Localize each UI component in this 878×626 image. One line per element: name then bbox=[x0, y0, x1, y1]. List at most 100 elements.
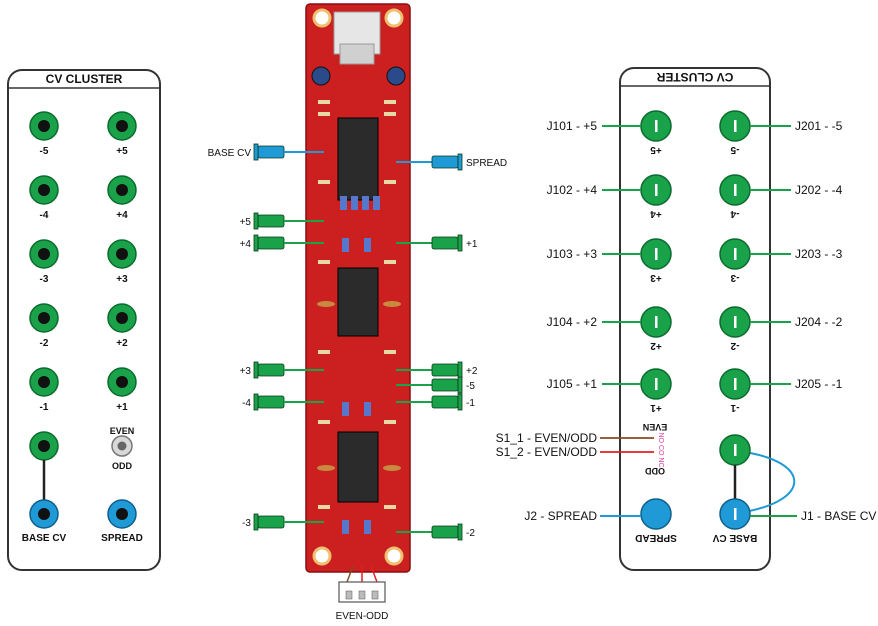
s1-2-label: S1_2 - EVEN/ODD bbox=[496, 445, 598, 459]
pcb-wire-label: SPREAD bbox=[466, 158, 507, 169]
jack-hole-icon bbox=[116, 376, 128, 388]
toggle-knob-icon bbox=[117, 441, 127, 451]
jack-hole-icon bbox=[116, 312, 128, 324]
jack-lug-icon bbox=[734, 248, 737, 260]
jack-ref-label: J205 - -1 bbox=[795, 377, 843, 391]
ceramic-cap-icon bbox=[317, 465, 335, 471]
left-even-odd-switch[interactable]: EVEN ODD bbox=[110, 426, 135, 471]
pcb-wire-label: +3 bbox=[240, 366, 252, 377]
mounting-hole-icon bbox=[384, 546, 404, 566]
pin-icon bbox=[371, 590, 379, 600]
jack-hole-icon bbox=[116, 248, 128, 260]
jack-hole-icon bbox=[38, 440, 50, 452]
plug-cap-icon bbox=[457, 393, 463, 411]
jack-hole-icon bbox=[38, 184, 50, 196]
cv-jack-label: +4 bbox=[116, 210, 128, 221]
plug-cap-icon bbox=[253, 393, 259, 411]
cv-jack-label: -3 bbox=[40, 274, 49, 285]
jack-ref-label: J101 - +5 bbox=[547, 119, 598, 133]
jack-hole-icon bbox=[38, 312, 50, 324]
plug-cap-icon bbox=[253, 212, 259, 230]
jack-lug-icon bbox=[734, 444, 737, 456]
plug-cap-icon bbox=[457, 523, 463, 541]
pcb-wire-label: +5 bbox=[240, 217, 252, 228]
cv-jack-label: -4 bbox=[40, 210, 49, 221]
cable-plug-icon bbox=[431, 363, 459, 377]
j1-label: J1 - BASE CV bbox=[801, 509, 876, 523]
jack-hole-icon bbox=[38, 508, 50, 520]
ceramic-cap-icon bbox=[317, 301, 335, 307]
plug-cap-icon bbox=[457, 153, 463, 171]
cv-jack-label: +1 bbox=[116, 402, 128, 413]
pcb-left-wires: BASE CV+5+4+3-4-3 bbox=[208, 143, 324, 531]
even-odd-connector-label: EVEN-ODD bbox=[336, 611, 389, 622]
cv-jack-label: -3 bbox=[730, 272, 739, 283]
pcb-wire-label: -4 bbox=[242, 398, 251, 409]
cable-plug-icon bbox=[257, 214, 285, 228]
cable-plug-icon bbox=[431, 155, 459, 169]
cv-jack-label: +5 bbox=[650, 144, 662, 155]
cv-jack-label: -5 bbox=[40, 146, 49, 157]
mounting-hole-icon bbox=[384, 8, 404, 28]
jack-ref-label: J102 - +4 bbox=[547, 183, 598, 197]
power-header-base-icon bbox=[339, 43, 375, 65]
cable-plug-icon bbox=[431, 525, 459, 539]
s1-1-label: S1_1 - EVEN/ODD bbox=[496, 431, 598, 445]
mounting-hole-icon bbox=[312, 8, 332, 28]
cv-jack-label: +1 bbox=[650, 402, 662, 413]
resistor-array-icon bbox=[318, 100, 396, 509]
jack-hole-icon bbox=[38, 248, 50, 260]
jack-hole-icon bbox=[116, 120, 128, 132]
cv-jack-label: +2 bbox=[650, 340, 662, 351]
cable-plug-icon bbox=[431, 395, 459, 409]
cable-plug-icon bbox=[257, 515, 285, 529]
ic-chip-icon bbox=[337, 117, 379, 201]
jack-lug-icon bbox=[655, 120, 658, 132]
capacitor-icon bbox=[311, 66, 331, 86]
right-even-odd-switch: EVEN NO CO NC ODD S1_1 - EVEN/ODD S1_2 -… bbox=[496, 422, 668, 476]
pcb-board bbox=[305, 3, 411, 573]
left-spread-label: SPREAD bbox=[101, 533, 143, 544]
jack-lug-icon bbox=[734, 120, 737, 132]
jack-ref-label: J202 - -4 bbox=[795, 183, 843, 197]
base-cv-blue-wire bbox=[743, 451, 796, 513]
cv-jack-label: +5 bbox=[116, 146, 128, 157]
jack-hole-icon bbox=[38, 376, 50, 388]
pcb-wire-label: -5 bbox=[466, 381, 475, 392]
blue-resistors-icon bbox=[340, 196, 380, 534]
left-spread-group: SPREAD bbox=[101, 499, 143, 544]
cable-plug-icon bbox=[431, 378, 459, 392]
left-panel-title: CV CLUSTER bbox=[46, 72, 123, 86]
right-spread-label: SPREAD bbox=[635, 532, 677, 543]
capacitor-icon bbox=[386, 66, 406, 86]
pcb-wire-label: -1 bbox=[466, 398, 475, 409]
cv-jack-label: -1 bbox=[40, 402, 49, 413]
cable-plug-icon bbox=[257, 363, 285, 377]
mounting-hole-icon bbox=[312, 546, 332, 566]
jack-hole-icon bbox=[38, 120, 50, 132]
left-switch-even-label: EVEN bbox=[110, 426, 135, 436]
right-switch-even-label: EVEN bbox=[643, 422, 668, 432]
pcb-wire-label: +1 bbox=[466, 239, 478, 250]
jack-ref-label: J201 - -5 bbox=[795, 119, 843, 133]
cable-plug-icon bbox=[257, 395, 285, 409]
pcb-wire-label: +2 bbox=[466, 366, 478, 377]
switch-pin-labels: NO CO NC bbox=[657, 433, 664, 468]
connector-wire bbox=[370, 565, 378, 583]
cv-jack-label: +3 bbox=[650, 272, 662, 283]
pcb-wire-label: +4 bbox=[240, 239, 252, 250]
plug-cap-icon bbox=[457, 234, 463, 252]
right-base-cv-group: J1 - BASE CV BASE CV bbox=[712, 434, 876, 543]
right-base-cv-label: BASE CV bbox=[712, 532, 757, 543]
pcb-right-wires: SPREAD+1+2-5-1-2 bbox=[396, 153, 507, 541]
cv-jack-label: -2 bbox=[40, 338, 49, 349]
left-base-cv-label: BASE CV bbox=[22, 533, 67, 544]
connector-wire bbox=[346, 565, 354, 583]
jack-lug-icon bbox=[655, 184, 658, 196]
right-spread-jack[interactable] bbox=[640, 498, 672, 530]
jack-lug-icon bbox=[734, 316, 737, 328]
jack-hole-icon bbox=[116, 184, 128, 196]
left-switch-odd-label: ODD bbox=[112, 461, 133, 471]
